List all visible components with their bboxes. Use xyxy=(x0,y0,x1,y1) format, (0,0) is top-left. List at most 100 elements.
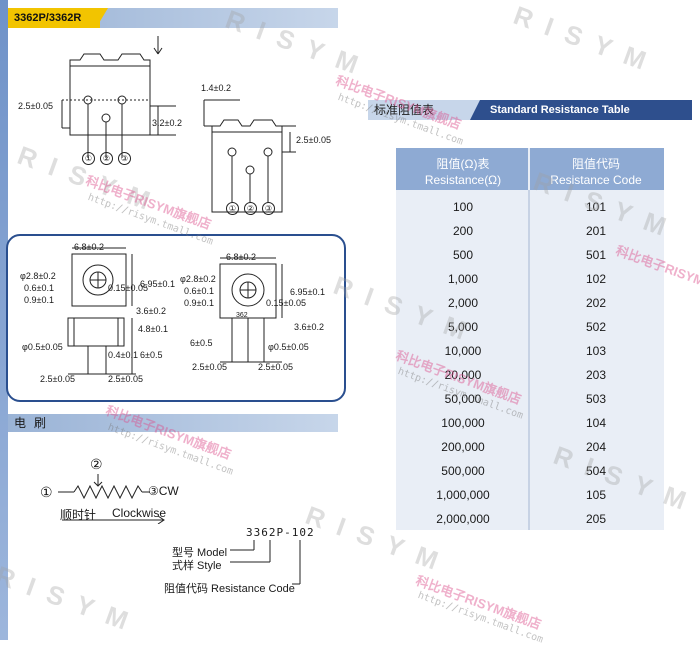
r-dim-695: 6.95±0.1 xyxy=(290,287,325,297)
wiper-schematic xyxy=(58,474,150,500)
p-dim-015: 0.15±0.05 xyxy=(108,283,148,293)
side-pin-hole-2 xyxy=(245,165,255,175)
resistance-code: 103 xyxy=(585,344,607,358)
resistance-code: 102 xyxy=(585,272,607,286)
col1-header-cn: 阻值(Ω)表 xyxy=(436,157,490,171)
watermark-brand-2: RISYM xyxy=(509,0,664,81)
p-dim-6: 6±0.5 xyxy=(140,350,163,360)
detail-drawing xyxy=(67,247,283,375)
r-dim-pitch-b: 2.5±0.05 xyxy=(258,362,293,372)
r-dim-width: 6.8±0.2 xyxy=(226,252,256,262)
wiper-dir-cn: 顺时针 xyxy=(60,508,97,522)
label-resistance-code: 阻值代码 Resistance Code xyxy=(164,583,295,595)
resistance-value: 10,000 xyxy=(444,344,482,358)
resistance-value: 500 xyxy=(452,248,474,262)
resistance-code: 105 xyxy=(585,488,607,502)
front-dim-pin-length: 3.2±0.2 xyxy=(152,118,182,128)
p-dim-knob-a: 0.6±0.1 xyxy=(24,283,54,293)
p-dim-width: 6.8±0.2 xyxy=(74,242,104,252)
label-style: 式样 Style xyxy=(172,560,222,572)
p-dim-knob-dia: φ2.8±0.2 xyxy=(20,271,56,281)
side-pin-hole-3 xyxy=(263,147,273,157)
col1-header-en: Resistance(Ω) xyxy=(424,173,502,187)
resistance-table-header xyxy=(396,148,664,190)
resistance-value: 200 xyxy=(452,224,474,238)
r-dim-knob-b: 0.9±0.1 xyxy=(184,298,214,308)
resistance-value: 200,000 xyxy=(441,440,485,454)
r-knob-mark: 362 xyxy=(236,312,248,319)
resistance-code: 502 xyxy=(585,320,607,334)
clockwise-arrow xyxy=(62,515,165,524)
side-pin-label-1: ① xyxy=(226,202,239,215)
p-dim-04: 0.4±0.1 xyxy=(108,350,138,360)
resistance-value: 100,000 xyxy=(441,416,485,430)
p-dim-pitch-a: 2.5±0.05 xyxy=(40,374,75,384)
r-dim-015: 0.15±0.05 xyxy=(266,298,306,308)
side-pin-label-2: ② xyxy=(244,202,257,215)
side-body-outline xyxy=(211,119,283,213)
resistance-value: 1,000,000 xyxy=(436,488,490,502)
resistance-table-title-cn: 标准阻值表 xyxy=(374,103,435,117)
p-dim-48: 4.8±0.1 xyxy=(138,324,168,334)
front-pin-label-3: ③ xyxy=(118,152,131,165)
resistance-value: 500,000 xyxy=(441,464,485,478)
r-knob xyxy=(231,273,265,307)
wiper-pin-1: ① xyxy=(40,484,53,500)
part-code: 3362P-102 xyxy=(246,526,315,539)
p-dim-pin-dia: φ0.5±0.05 xyxy=(22,342,63,352)
front-view-drawing xyxy=(61,36,296,213)
watermark-brand-8: RISYM xyxy=(0,560,146,641)
wiper-pin-3-cw: ③CW xyxy=(148,484,179,498)
model-tag-corner xyxy=(96,8,108,28)
p-dim-36: 3.6±0.2 xyxy=(136,306,166,316)
front-pin-hole-2 xyxy=(101,113,111,123)
r-dim-pitch-a: 2.5±0.05 xyxy=(192,362,227,372)
p-side-body xyxy=(67,317,125,347)
side-dim-right: 2.5±0.05 xyxy=(296,135,331,145)
side-dim-top: 1.4±0.2 xyxy=(201,83,231,93)
col2-header-cn: 阻值代码 xyxy=(571,157,620,171)
resistance-value: 5,000 xyxy=(447,320,479,334)
r-dim-knob-a: 0.6±0.1 xyxy=(184,286,214,296)
p-dim-pitch-b: 2.5±0.05 xyxy=(108,374,143,384)
front-pin-label-2: ② xyxy=(100,152,113,165)
resistance-value: 2,000,000 xyxy=(436,512,490,526)
resistance-table xyxy=(396,148,664,530)
resistance-code: 501 xyxy=(585,248,607,262)
detail-dimension-panel xyxy=(6,234,346,402)
resistance-code: 203 xyxy=(585,368,607,382)
page-edge-decoration xyxy=(0,0,8,640)
resistance-code: 101 xyxy=(585,200,607,214)
side-pin-label-3: ③ xyxy=(262,202,275,215)
wiper-dir-en: Clockwise xyxy=(112,506,167,520)
front-pin-label-1: ① xyxy=(82,152,95,165)
r-dim-36: 3.6±0.2 xyxy=(294,322,324,332)
r-dim-knob-dia: φ2.8±0.2 xyxy=(180,274,216,284)
wiper-header-bar xyxy=(8,414,338,432)
wiper-title: 电刷 xyxy=(14,416,55,430)
side-pin-hole-1 xyxy=(227,147,237,157)
resistance-value: 2,000 xyxy=(447,296,479,310)
col2-header-en: Resistance Code xyxy=(550,173,642,187)
p-knob xyxy=(82,264,114,296)
wiper-pin-2: ② xyxy=(90,456,103,472)
resistance-code: 201 xyxy=(585,224,607,238)
resistance-value: 100 xyxy=(452,200,474,214)
resistance-code: 202 xyxy=(585,296,607,310)
resistance-code: 504 xyxy=(585,464,607,478)
resistance-code: 104 xyxy=(585,416,607,430)
p-dim-knob-b: 0.9±0.1 xyxy=(24,295,54,305)
column-divider xyxy=(528,190,530,530)
resistance-value: 20,000 xyxy=(444,368,482,382)
header-divider xyxy=(528,148,530,190)
resistance-code: 204 xyxy=(585,440,607,454)
resistor-zigzag xyxy=(73,484,143,500)
front-dim-height: 2.5±0.05 xyxy=(18,101,53,111)
model-tag: 3362P/3362R xyxy=(8,8,100,28)
r-dim-pin-dia: φ0.5±0.05 xyxy=(268,342,309,352)
resistance-value: 1,000 xyxy=(447,272,479,286)
resistance-code: 205 xyxy=(585,512,607,526)
resistance-table-title-en: Standard Resistance Table xyxy=(470,100,692,120)
resistance-code: 503 xyxy=(585,392,607,406)
r-dim-6: 6±0.5 xyxy=(190,338,213,348)
